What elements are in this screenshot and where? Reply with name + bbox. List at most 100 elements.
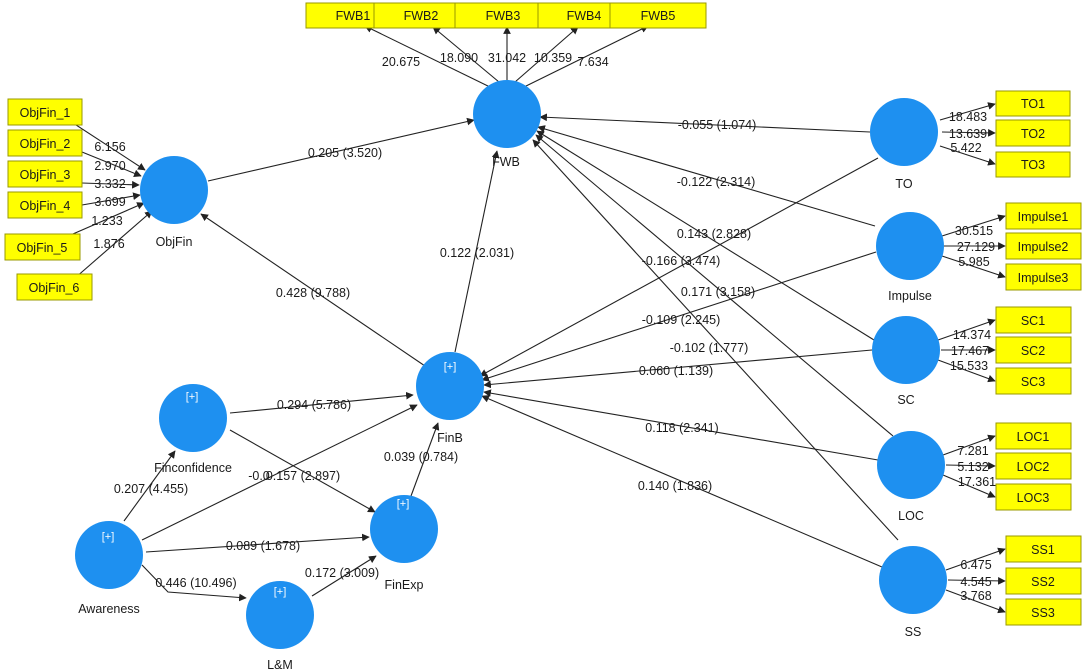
edge-fwb-fwb5[interactable] <box>521 25 649 89</box>
indicator-objfin5[interactable] <box>4 233 81 261</box>
construct-finexp[interactable] <box>370 495 438 563</box>
edge-awareness-finconf[interactable] <box>123 450 176 522</box>
edge-finb-objfin[interactable] <box>200 213 426 367</box>
indicator-objfin5-label: ObjFin_5 <box>17 241 68 255</box>
indicator-fwb3-label: FWB3 <box>486 9 521 23</box>
edge-impulse-impulse1[interactable] <box>941 214 1006 237</box>
finexp-expand-marker[interactable]: [+] <box>397 498 410 510</box>
edge-to-to3[interactable] <box>939 145 996 166</box>
construct-ss[interactable] <box>879 546 947 614</box>
edge-ss-fwb[interactable] <box>532 139 899 541</box>
edge-sc-fwb[interactable] <box>536 130 875 341</box>
construct-objfin[interactable] <box>140 156 208 224</box>
construct-sc[interactable] <box>872 316 940 384</box>
construct-impulse-label: Impulse <box>888 289 932 303</box>
indicator-loc3[interactable] <box>995 483 1072 511</box>
edge-fwb-fwb1[interactable] <box>364 25 493 89</box>
edge-fwb-fwb4[interactable] <box>514 26 579 83</box>
edge-loc-loc3[interactable] <box>942 474 996 498</box>
edge-finconf-finb[interactable] <box>229 391 414 414</box>
edge-finexp-finb[interactable] <box>410 422 440 497</box>
indicator-ss1[interactable] <box>1005 535 1082 563</box>
edge-awareness-finb[interactable] <box>141 404 418 541</box>
path-to-finb: -0.166 (3.474) <box>642 254 721 268</box>
edge-to-to1[interactable] <box>939 102 996 121</box>
edge-ss-ss1[interactable] <box>945 547 1006 571</box>
indicator-sc3[interactable] <box>995 367 1072 395</box>
loading-sc1: 14.374 <box>953 328 991 342</box>
edge-lm-finexp[interactable] <box>311 555 377 597</box>
edge-sc-sc3[interactable] <box>937 359 996 383</box>
construct-finconfidence[interactable] <box>159 384 227 452</box>
edge-objfin4-objfin[interactable] <box>81 192 141 206</box>
edge-objfin1-objfin[interactable] <box>69 120 146 171</box>
edge-awareness-lm[interactable] <box>141 564 247 602</box>
finb-expand-marker[interactable]: [+] <box>444 361 457 373</box>
indicator-ss1-label: SS1 <box>1031 543 1055 557</box>
edge-loc-loc1[interactable] <box>942 434 996 456</box>
indicator-loc1[interactable] <box>995 422 1072 450</box>
construct-impulse[interactable] <box>876 212 944 280</box>
indicator-objfin3[interactable] <box>7 160 83 188</box>
construct-to[interactable] <box>870 98 938 166</box>
construct-awareness[interactable] <box>75 521 143 589</box>
edge-objfin-fwb[interactable] <box>207 117 475 182</box>
edge-sc-sc1[interactable] <box>937 318 996 341</box>
construct-awareness-label: Awareness <box>78 602 140 616</box>
indicator-objfin4-label: ObjFin_4 <box>20 199 71 213</box>
loading-loc2: 5.132 <box>957 460 988 474</box>
edge-impulse-fwb[interactable] <box>537 125 876 227</box>
edge-ss-ss2[interactable] <box>947 577 1006 585</box>
edge-to-to2[interactable] <box>941 129 996 137</box>
edge-impulse-impulse3[interactable] <box>941 255 1006 279</box>
edge-objfin2-objfin[interactable] <box>81 151 142 177</box>
indicator-impulse3[interactable] <box>1005 263 1082 291</box>
indicator-sc1[interactable] <box>995 306 1072 334</box>
indicator-impulse2[interactable] <box>1005 232 1082 260</box>
indicator-ss3[interactable] <box>1005 598 1082 626</box>
indicator-to1[interactable] <box>995 90 1071 117</box>
indicator-to3[interactable] <box>995 151 1071 178</box>
edge-loc-fwb[interactable] <box>535 134 894 437</box>
construct-lm-label: L&M <box>267 658 293 672</box>
edge-to-fwb[interactable] <box>539 113 871 133</box>
edge-loc-loc2[interactable] <box>945 462 996 470</box>
construct-loc[interactable] <box>877 431 945 499</box>
indicator-ss2-label: SS2 <box>1031 575 1055 589</box>
construct-fwb[interactable] <box>473 80 541 148</box>
loading-objfin3: 3.332 <box>94 177 125 191</box>
indicator-fwb2-label: FWB2 <box>404 9 439 23</box>
indicator-objfin4[interactable] <box>7 191 83 219</box>
edge-sc-finb[interactable] <box>483 349 873 389</box>
construct-ss-label: SS <box>905 625 922 639</box>
edge-ss-ss3[interactable] <box>945 589 1006 614</box>
edge-awareness-finexp[interactable] <box>145 533 370 553</box>
indicator-fwb5[interactable] <box>609 2 707 29</box>
edge-objfin6-objfin[interactable] <box>74 210 153 279</box>
construct-lm[interactable] <box>246 581 314 649</box>
indicator-impulse1[interactable] <box>1005 202 1082 230</box>
indicator-sc2[interactable] <box>995 336 1072 364</box>
construct-finb[interactable] <box>416 352 484 420</box>
edge-fwb-fwb2[interactable] <box>432 26 500 83</box>
edge-ss-finb[interactable] <box>481 395 883 568</box>
edge-objfin5-objfin[interactable] <box>65 202 145 238</box>
indicator-ss2[interactable] <box>1005 567 1082 595</box>
indicator-fwb2[interactable] <box>373 2 469 29</box>
finconfidence-expand-marker[interactable]: [+] <box>186 391 199 403</box>
construct-finconfidence-label: Finconfidence <box>154 461 232 475</box>
lm-expand-marker[interactable]: [+] <box>274 586 287 598</box>
edge-loc-finb[interactable] <box>483 389 879 461</box>
indicator-objfin6[interactable] <box>16 273 93 301</box>
indicator-loc2[interactable] <box>995 452 1072 480</box>
edge-finconf-finexp[interactable] <box>229 429 376 513</box>
awareness-expand-marker[interactable]: [+] <box>102 531 115 543</box>
indicator-to2[interactable] <box>995 119 1071 147</box>
edge-to-finb[interactable] <box>479 157 879 377</box>
indicator-objfin1[interactable] <box>7 98 83 126</box>
indicator-objfin2[interactable] <box>7 129 83 157</box>
loading-fwb3: 31.042 <box>488 51 526 65</box>
edge-impulse-finb[interactable] <box>481 251 877 382</box>
edge-finb-fwb[interactable] <box>454 150 500 353</box>
edge-objfin3-objfin[interactable] <box>81 180 140 189</box>
